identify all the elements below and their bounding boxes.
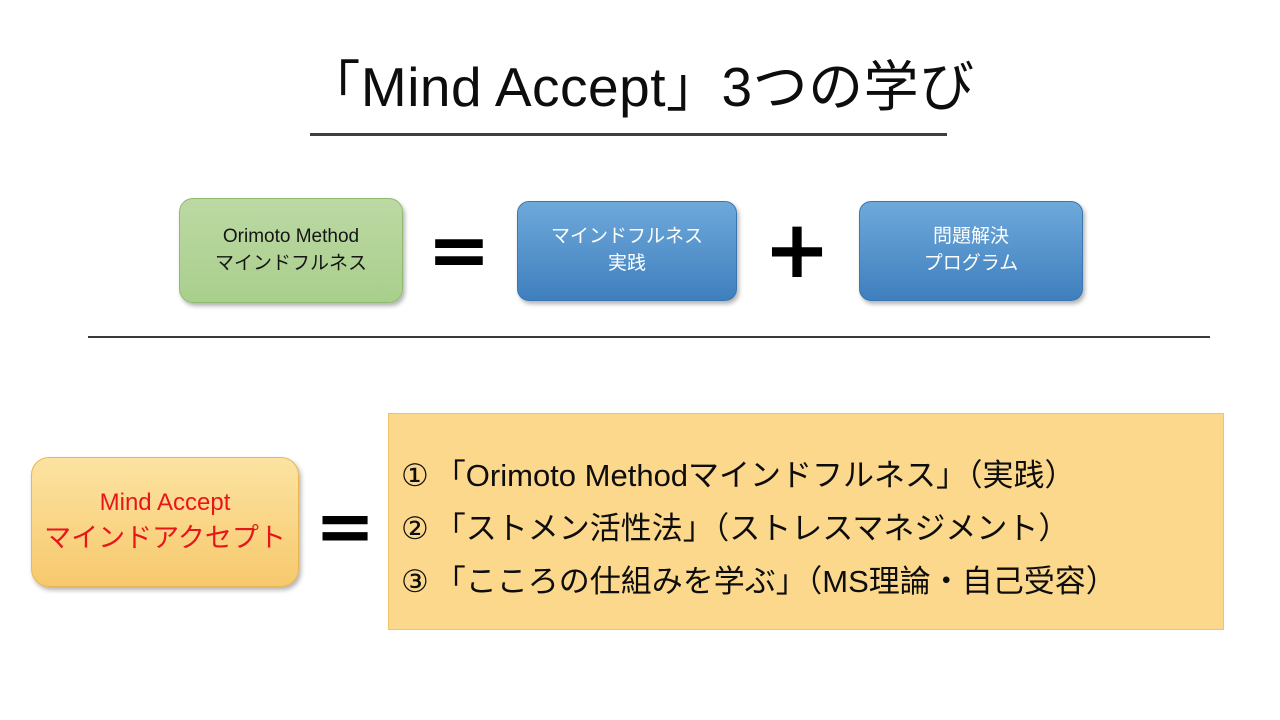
problem-solving-program-box-line2: プログラム (923, 253, 1019, 274)
problem-solving-program-box[interactable]: 問題解決 プログラム (859, 201, 1083, 301)
title-underline-rule (310, 133, 947, 136)
list-item: ① 「Orimoto Methodマインドフルネス」（実践） (389, 449, 1223, 502)
equals-icon-top: = (427, 205, 491, 294)
orimoto-method-box-line2: マインドフルネス (214, 252, 367, 274)
page-title: 「Mind Accept」3つの学び (305, 56, 975, 118)
list-item-marker: ③ (401, 564, 429, 599)
list-item-label: 「Orimoto Methodマインドフルネス」（実践） (434, 458, 1076, 493)
orimoto-method-box-line1: Orimoto Method (222, 226, 360, 248)
mind-accept-box-line2: マインドアクセプト (44, 522, 286, 553)
mind-accept-box-line1: Mind Accept (99, 489, 231, 517)
list-item-marker: ① (401, 458, 429, 493)
equals-icon-bottom: = (314, 484, 376, 568)
orimoto-method-box[interactable]: Orimoto Method マインドフルネス (179, 198, 403, 303)
learnings-panel: ① 「Orimoto Methodマインドフルネス」（実践） ② 「ストメン活性… (388, 413, 1224, 630)
list-item: ③ 「こころの仕組みを学ぶ」（MS理論・自己受容） (389, 555, 1223, 608)
list-item-label: 「こころの仕組みを学ぶ」（MS理論・自己受容） (434, 564, 1117, 599)
top-equation-group: Orimoto Method マインドフルネス マインドフルネス 実践 問題解決… (0, 198, 1280, 306)
mind-accept-box[interactable]: Mind Accept マインドアクセプト (31, 457, 299, 587)
plus-icon-top: + (763, 203, 831, 296)
mindfulness-practice-box[interactable]: マインドフルネス 実践 (517, 201, 737, 301)
list-item-marker: ② (401, 511, 429, 546)
section-divider (88, 336, 1210, 338)
list-item-label: 「ストメン活性法」（ストレスマネジメント） (434, 511, 1070, 546)
mindfulness-practice-box-line1: マインドフルネス (550, 226, 703, 248)
problem-solving-program-box-line1: 問題解決 (932, 226, 1009, 248)
mindfulness-practice-box-line2: 実践 (607, 253, 646, 274)
list-item: ② 「ストメン活性法」（ストレスマネジメント） (389, 502, 1223, 555)
